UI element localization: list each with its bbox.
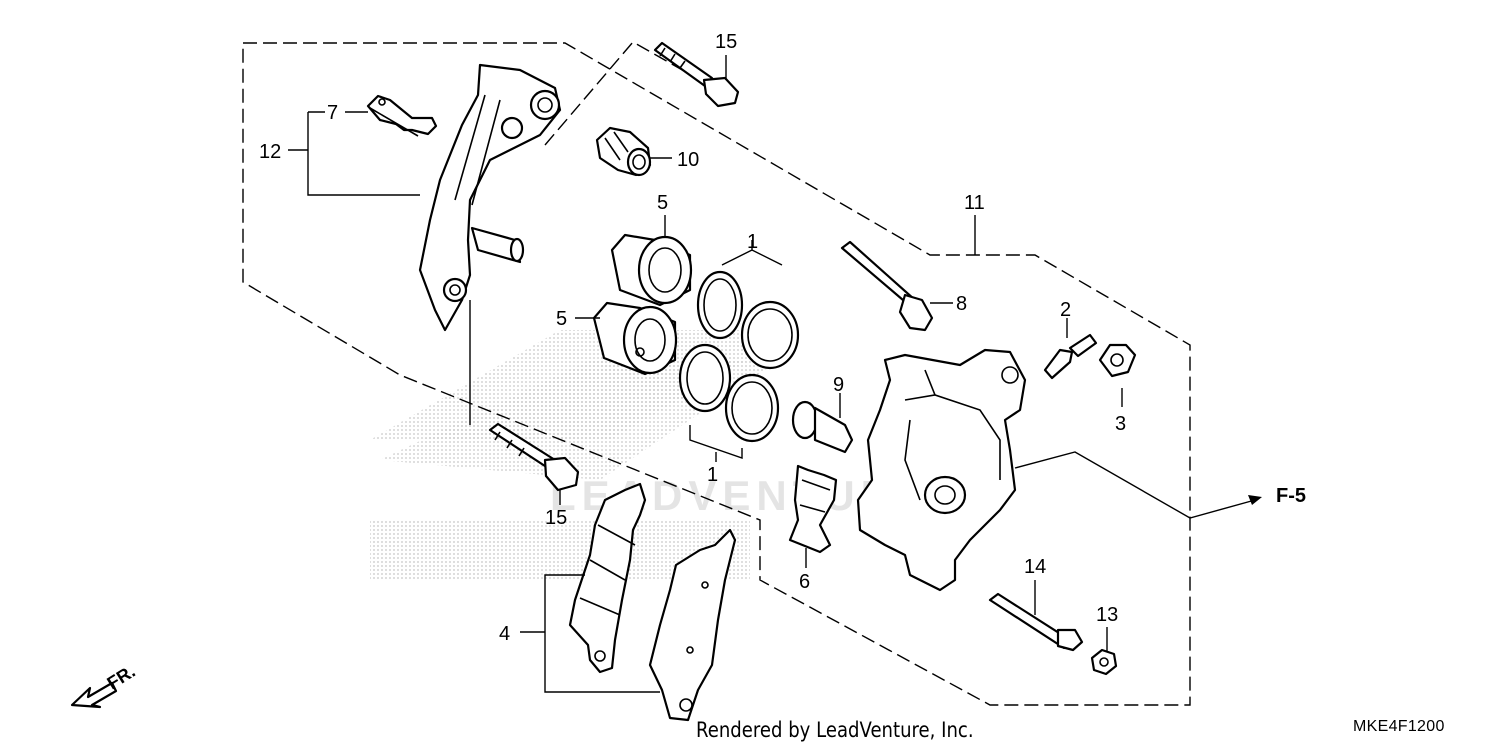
caliper-bracket bbox=[418, 63, 562, 332]
callout-5-lower: 5 bbox=[556, 308, 567, 330]
caliper-bolt-lower bbox=[488, 422, 580, 492]
callout-6: 6 bbox=[799, 571, 810, 593]
callout-2: 2 bbox=[1060, 299, 1071, 321]
callout-14: 14 bbox=[1024, 556, 1046, 578]
bleeder-cap bbox=[1098, 343, 1137, 378]
callout-15-lower: 15 bbox=[545, 507, 567, 529]
pad-retainer-clip bbox=[366, 94, 438, 137]
pad-spring bbox=[788, 464, 838, 554]
callout-1-lower: 1 bbox=[707, 464, 718, 486]
piston-seal-set bbox=[678, 270, 800, 443]
slide-pin-lower bbox=[791, 400, 854, 454]
callout-5-upper: 5 bbox=[657, 192, 668, 214]
caliper-bracket-boundary bbox=[242, 42, 1191, 706]
callout-4: 4 bbox=[499, 623, 510, 645]
callout-11: 11 bbox=[964, 192, 985, 214]
callout-15-top: 15 bbox=[715, 31, 737, 53]
callout-9: 9 bbox=[833, 374, 844, 396]
reference-label-f5: F-5 bbox=[1276, 485, 1306, 507]
callout-8: 8 bbox=[956, 293, 967, 315]
slide-pin-upper bbox=[840, 240, 934, 332]
pad-pin-plug bbox=[1090, 648, 1118, 676]
caliper-bolt-top bbox=[653, 41, 740, 108]
bleeder-screw bbox=[1043, 333, 1098, 380]
pad-pin bbox=[988, 592, 1084, 652]
front-direction-arrow: FR. bbox=[70, 661, 139, 709]
callout-3: 3 bbox=[1115, 413, 1126, 435]
callout-labels: 15 7 12 10 5 11 1 8 5 2 9 3 1 15 14 6 13… bbox=[259, 31, 1126, 645]
callout-10: 10 bbox=[677, 149, 699, 171]
piston-upper bbox=[610, 233, 693, 307]
callout-13: 13 bbox=[1096, 604, 1118, 626]
brake-pad-set bbox=[568, 482, 737, 722]
leader-lines bbox=[288, 55, 1262, 693]
callout-12: 12 bbox=[259, 141, 281, 163]
slide-boot bbox=[595, 126, 652, 177]
diagram-code: MKE4F1200 bbox=[1353, 718, 1445, 735]
callout-1-upper: 1 bbox=[747, 231, 758, 253]
caliper-body bbox=[856, 348, 1027, 592]
rendered-by-credit: Rendered by LeadVenture, Inc. bbox=[696, 718, 974, 742]
piston-lower bbox=[592, 301, 678, 376]
callout-7: 7 bbox=[327, 102, 338, 124]
